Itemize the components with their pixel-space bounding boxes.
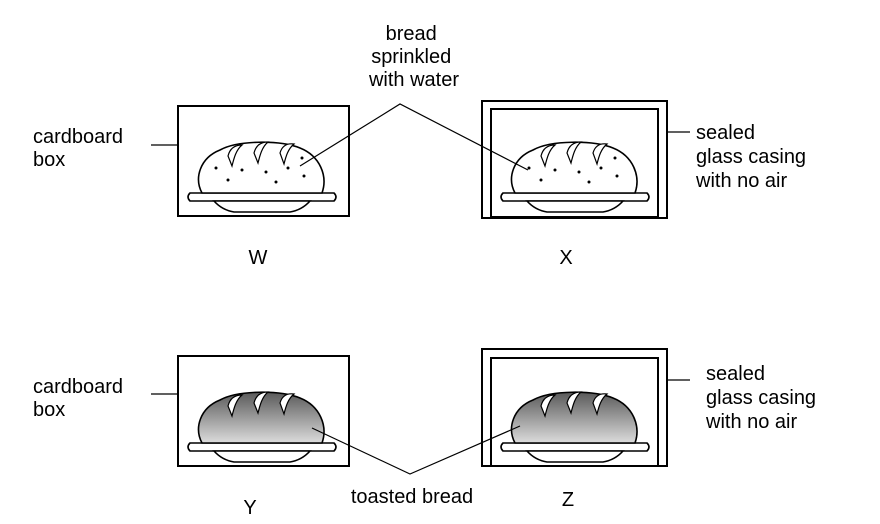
leader-toasted-bread bbox=[311, 425, 521, 475]
setup-z: Z bbox=[481, 348, 668, 511]
label-cardboard-top: cardboard box bbox=[33, 126, 129, 171]
glass-casing-inner-x bbox=[490, 108, 659, 218]
setup-label-x: X bbox=[559, 247, 572, 269]
setup-x: X bbox=[481, 100, 668, 269]
leader-bread-sprinkled bbox=[299, 103, 529, 171]
setup-label-w: W bbox=[249, 247, 268, 269]
label-toasted-bread: toasted bread bbox=[351, 486, 473, 508]
setup-y: Y bbox=[177, 355, 350, 519]
label-bread-sprinkled: bread sprinkled with water bbox=[368, 23, 459, 91]
glass-casing-inner-z bbox=[490, 357, 659, 467]
label-sealed-top: sealed glass casing with no air bbox=[695, 122, 812, 192]
label-sealed-bottom: sealed glass casing with no air bbox=[705, 363, 822, 433]
setup-label-z: Z bbox=[562, 489, 574, 511]
setup-w: W bbox=[177, 105, 350, 269]
setup-label-y: Y bbox=[243, 497, 256, 519]
label-cardboard-bottom: cardboard box bbox=[33, 376, 129, 421]
